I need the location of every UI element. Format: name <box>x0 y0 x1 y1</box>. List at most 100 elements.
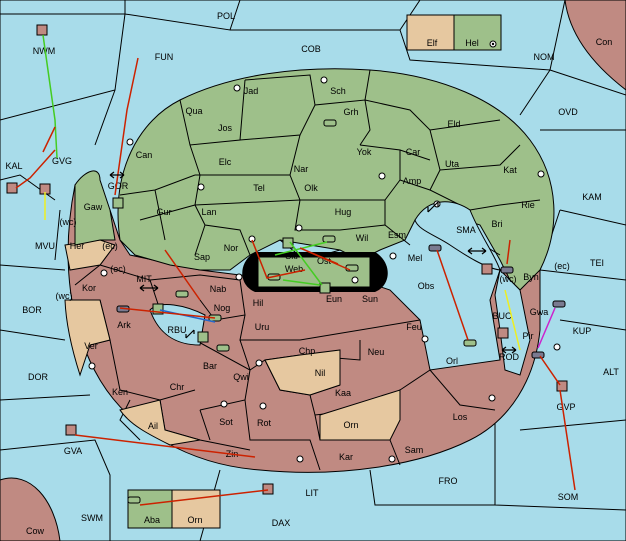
label-dor: DOR <box>28 372 49 382</box>
label-nar: Nar <box>294 164 309 174</box>
label-nab: Nab <box>210 284 227 294</box>
label-gwa: Gwa <box>530 307 549 317</box>
label-kam: KAM <box>582 192 602 202</box>
label-eun: Eun <box>326 294 342 304</box>
label-ark: Ark <box>117 320 131 330</box>
label-nwm: NWM <box>33 46 56 56</box>
label-kaa: Kaa <box>335 388 351 398</box>
label-rot: Rot <box>257 418 272 428</box>
label-gva: GVA <box>64 446 82 456</box>
legend: Elf Hel <box>406 14 502 51</box>
label-sap: Sap <box>194 252 210 262</box>
label-sot: Sot <box>219 417 233 427</box>
label-hil: Hil <box>253 298 264 308</box>
province-nil <box>264 349 341 396</box>
label-tel: Tel <box>253 183 265 193</box>
label-hug: Hug <box>335 207 352 217</box>
unit-army-red-icon <box>116 244 566 359</box>
label-gor: GOR <box>108 181 129 191</box>
unit-fleet-icon <box>556 380 568 392</box>
label-mel: Mel <box>408 253 423 263</box>
unit-fleet-icon <box>197 331 209 343</box>
coast-wc-3: (wc) <box>500 274 517 284</box>
label-elc: Elc <box>219 157 232 167</box>
label-cow: Cow <box>26 526 45 536</box>
unit-fleet-icon <box>36 24 48 36</box>
label-ken: Ken <box>112 387 128 397</box>
coast-ec-3: (ec) <box>554 261 570 271</box>
label-kup: KUP <box>573 326 592 336</box>
label-neu: Neu <box>368 347 385 357</box>
coast-ec-2: (ec) <box>110 264 126 274</box>
label-swm: SWM <box>81 513 103 523</box>
label-rie: Rie <box>521 200 535 210</box>
label-uta: Uta <box>445 159 459 169</box>
province-gaw <box>74 170 116 246</box>
unit-fleet-icon <box>262 483 274 495</box>
label-gur: Gur <box>156 207 171 217</box>
label-kat: Kat <box>503 165 517 175</box>
province-ver <box>64 299 111 377</box>
coast-wc: (wc) <box>60 217 77 227</box>
label-ail: Ail <box>148 421 158 431</box>
label-nom: NOM <box>534 52 555 62</box>
label-alt: ALT <box>603 367 619 377</box>
label-kar: Kar <box>339 452 353 462</box>
label-olk: Olk <box>304 183 318 193</box>
coast-ec: (ec) <box>102 241 118 251</box>
label-aba: Aba <box>144 515 160 525</box>
label-gaw: Gaw <box>84 202 103 212</box>
label-bri: Bri <box>492 219 503 229</box>
label-her: Her <box>70 241 85 251</box>
label-cob: COB <box>301 44 321 54</box>
label-jos: Jos <box>218 123 233 133</box>
label-grh: Grh <box>343 107 358 117</box>
label-los: Los <box>453 412 468 422</box>
label-con: Con <box>596 37 613 47</box>
label-mou: Orn <box>343 420 358 430</box>
label-wil: Wil <box>356 233 369 243</box>
label-nil: Nil <box>315 368 326 378</box>
tunnel-interior <box>257 256 371 288</box>
label-rod: ROD <box>499 352 520 362</box>
label-ost: Ost <box>317 256 332 266</box>
label-sam: Sam <box>405 445 424 455</box>
label-mvu: MVU <box>35 241 55 251</box>
label-tei: TEI <box>590 258 604 268</box>
label-kor: Kor <box>82 283 96 293</box>
label-rbu: RBU <box>167 325 186 335</box>
label-qua: Qua <box>185 106 202 116</box>
label-skr: Skr <box>285 251 299 261</box>
province-mou <box>319 389 401 441</box>
label-pol: POL <box>217 11 235 21</box>
label-gvp: GVP <box>556 402 575 412</box>
unit-fleet-icon <box>152 303 164 315</box>
label-buc: BUC <box>492 311 512 321</box>
label-chp: Chp <box>299 346 316 356</box>
province-labels: POL COB FUN NWM KAL GVG GOR MVU MIT BOR … <box>5 11 619 536</box>
label-som: SOM <box>558 492 579 502</box>
label-byn: Byn <box>523 272 539 282</box>
province-aba <box>127 489 173 529</box>
coast-wc-2: (wc) <box>56 291 73 301</box>
legend-elf-swatch <box>406 14 455 51</box>
label-yok: Yok <box>357 147 372 157</box>
label-mit: MIT <box>136 274 152 284</box>
label-chr: Chr <box>170 382 185 392</box>
label-sun: Sun <box>362 294 378 304</box>
label-fun: FUN <box>155 52 174 62</box>
label-esm: Esm <box>388 230 406 240</box>
legend-elf-label: Elf <box>427 38 438 48</box>
label-lan: Lan <box>201 207 216 217</box>
supply-center-dot <box>491 42 495 46</box>
unit-fleet-icon <box>282 237 294 249</box>
label-kal: KAL <box>5 161 22 171</box>
label-feu: Feu <box>406 322 422 332</box>
label-ovd: OVD <box>558 107 578 117</box>
label-sma: SMA <box>456 225 476 235</box>
label-can: Can <box>136 150 153 160</box>
unit-fleet-icon <box>481 263 493 275</box>
unit-fleet-icon <box>112 197 124 209</box>
label-car: Car <box>406 147 421 157</box>
